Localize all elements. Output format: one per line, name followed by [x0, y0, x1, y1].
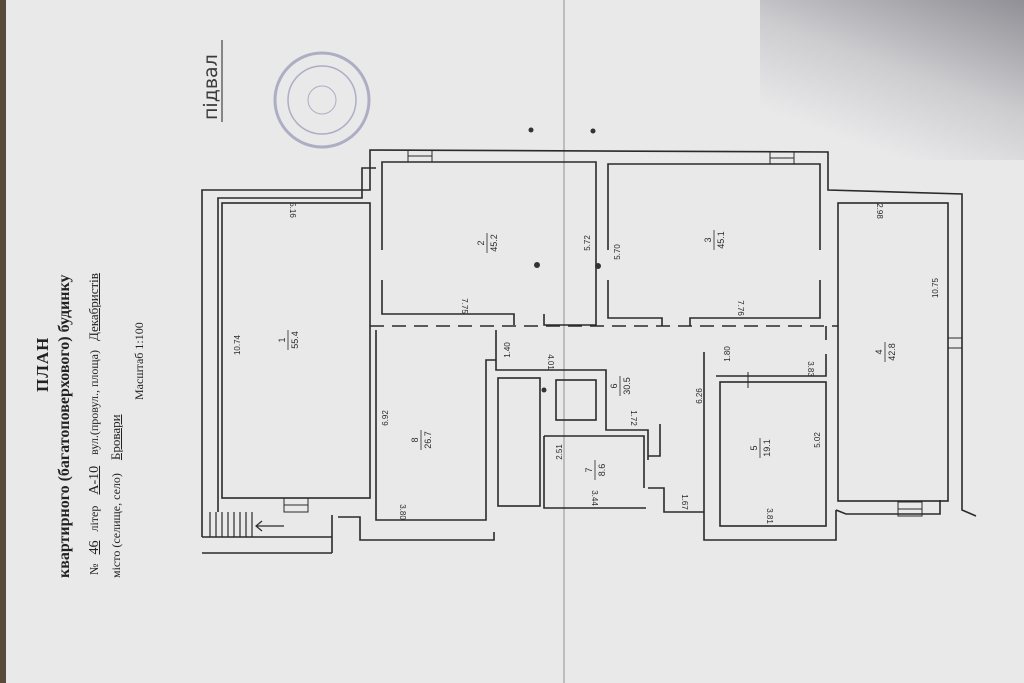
- dimension-label: 1.67: [680, 494, 689, 510]
- room-labels: 1 55.4 2 45.2 3 45.1 4 42.8 5 19.1 6 30.…: [277, 230, 897, 480]
- dimension-label: 3.83: [806, 361, 815, 377]
- room-area: 45.1: [716, 231, 726, 249]
- room-number: 1: [277, 337, 287, 342]
- room-area: 26.7: [423, 431, 433, 449]
- dimension-label: 6.92: [381, 410, 390, 426]
- dimension-label: 2.51: [555, 444, 564, 460]
- dimension-label: 6.26: [695, 388, 704, 404]
- paper-fold: [563, 0, 565, 683]
- dimension-label: 5.72: [583, 235, 592, 251]
- room-number: 2: [476, 240, 486, 245]
- dimension-label: 5.70: [613, 244, 622, 260]
- dimension-label: 5.02: [813, 432, 822, 448]
- room-area: 8.6: [597, 464, 607, 477]
- dimension-label: 1.40: [503, 342, 512, 358]
- dimension-label: 4.01: [546, 354, 555, 370]
- room-area: 30.5: [622, 377, 632, 395]
- dimension-label: 3.80: [398, 504, 407, 520]
- dimension-label: 1.80: [723, 346, 732, 362]
- room-area: 55.4: [290, 331, 300, 349]
- dimension-label: 2.98: [875, 203, 884, 219]
- dimension-label: 5.16: [288, 202, 297, 218]
- dimension-label: 7.75: [460, 298, 469, 314]
- room-number: 3: [703, 237, 713, 242]
- room-number: 6: [609, 383, 619, 388]
- dimension-label: 1.72: [629, 410, 638, 426]
- dimension-labels: 5.16 10.74 7.75 5.72 5.70 7.76 2.98 10.7…: [233, 202, 940, 524]
- dimension-label: 7.76: [736, 300, 745, 316]
- staircase-icon: [209, 512, 284, 537]
- room-number: 8: [410, 437, 420, 442]
- dimension-label: 3.44: [590, 490, 599, 506]
- room-number: 7: [584, 467, 594, 472]
- room-number: 4: [874, 349, 884, 354]
- stamp-seal: [273, 51, 371, 149]
- dimension-label: 10.75: [931, 277, 940, 298]
- room-area: 42.8: [887, 343, 897, 361]
- room-number: 5: [749, 445, 759, 450]
- scan-shadow: [760, 0, 1024, 160]
- room-area: 45.2: [489, 234, 499, 252]
- room-area: 19.1: [762, 439, 772, 457]
- dimension-label: 3.81: [765, 508, 774, 524]
- dimension-label: 10.74: [233, 334, 242, 355]
